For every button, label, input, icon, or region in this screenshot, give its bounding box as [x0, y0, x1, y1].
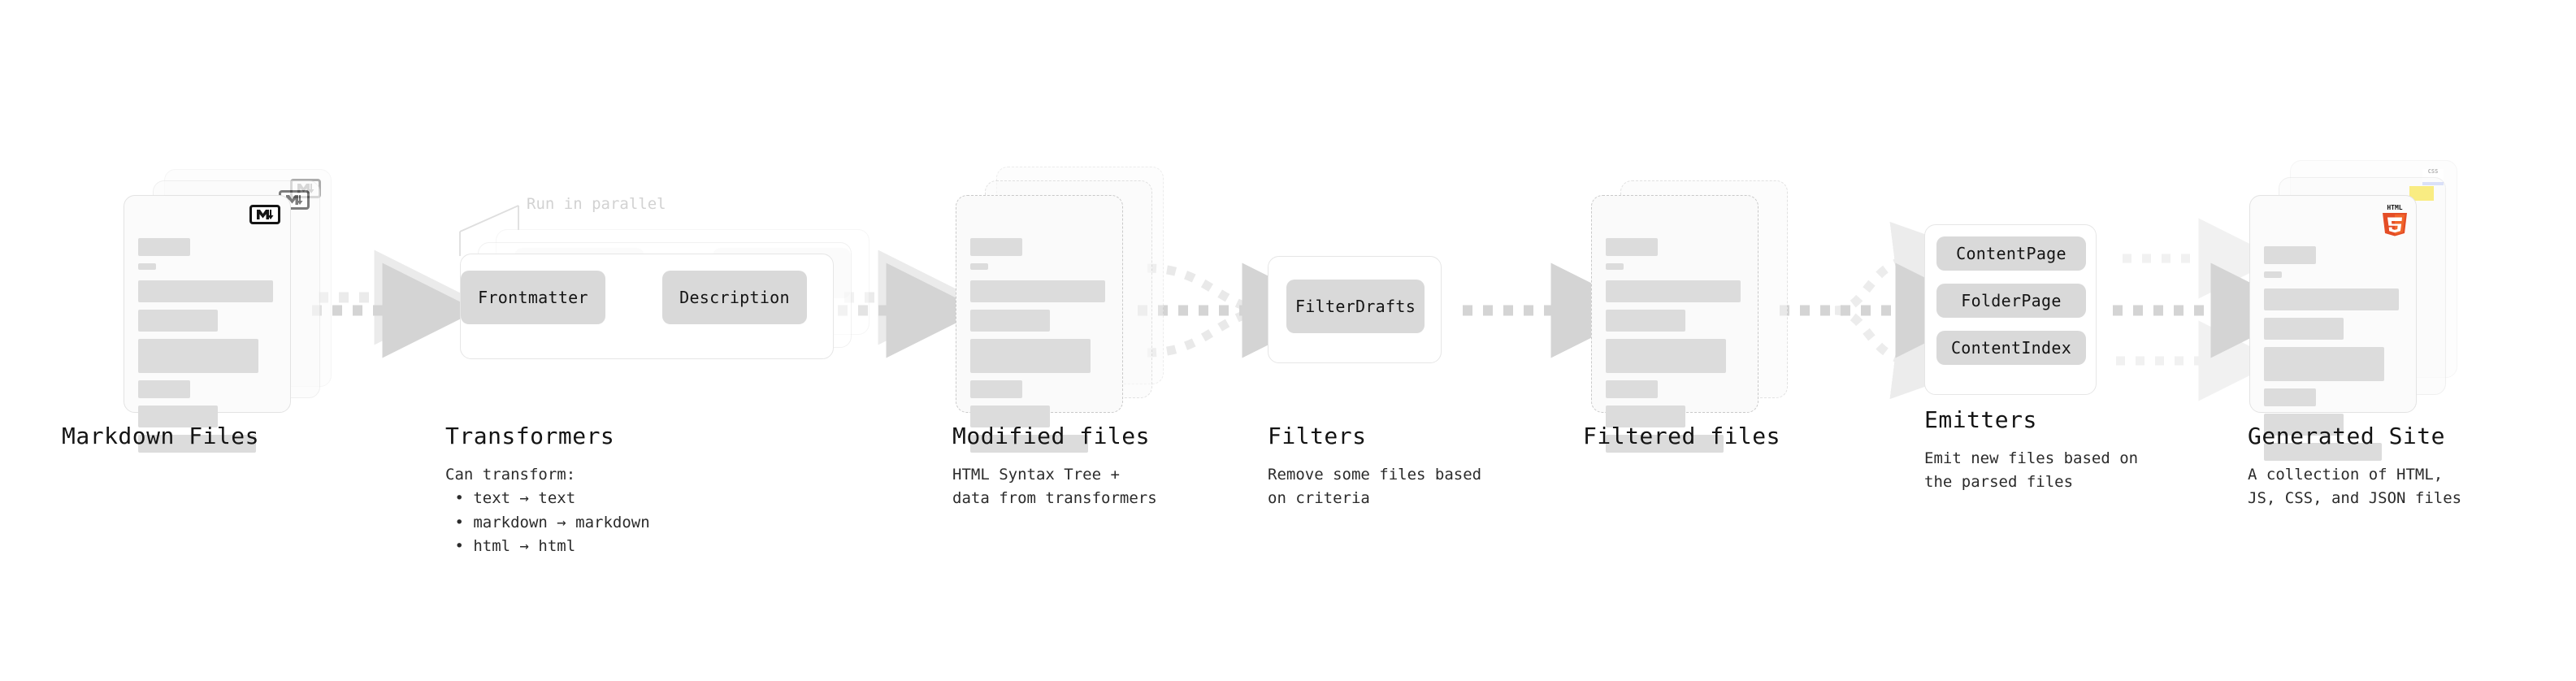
markdown-badge-icon	[249, 205, 280, 224]
transformer-group-front: Frontmatter Description	[460, 254, 834, 359]
js-icon	[2409, 186, 2434, 201]
stage-label-transformers: Transformers	[445, 423, 615, 449]
modified-card-front	[956, 195, 1123, 453]
stage-label-modified-files: Modified files	[952, 423, 1151, 449]
chip-contentindex[interactable]: ContentIndex	[1936, 331, 2086, 365]
chip-description[interactable]: Description	[662, 271, 807, 324]
filtered-card-front	[1591, 195, 1759, 453]
stage-label-emitters: Emitters	[1924, 406, 2037, 433]
annotation-run-in-parallel: Run in parallel	[527, 195, 666, 213]
emitter-group: ContentPage FolderPage ContentIndex	[1924, 224, 2097, 395]
markdown-card-front	[124, 195, 291, 453]
stage-label-generated-site: Generated Site	[2248, 423, 2446, 449]
chip-filterdrafts[interactable]: FilterDrafts	[1286, 280, 1425, 333]
stage-label-filters: Filters	[1268, 423, 1367, 449]
skeleton-bars	[2264, 246, 2403, 468]
chip-frontmatter[interactable]: Frontmatter	[461, 271, 605, 324]
stage-desc-emitters: Emit new files based on the parsed files	[1924, 449, 2139, 492]
stage-desc-generated-site: A collection of HTML, JS, CSS, and JSON …	[2248, 466, 2462, 508]
skeleton-bars	[1606, 238, 1745, 460]
skeleton-bars	[138, 238, 277, 460]
filter-group: FilterDrafts	[1268, 256, 1442, 363]
stage-label-filtered-files: Filtered files	[1583, 423, 1781, 449]
chip-contentpage[interactable]: ContentPage	[1936, 236, 2086, 271]
stage-label-markdown-files: Markdown Files	[62, 423, 260, 449]
chip-folderpage[interactable]: FolderPage	[1936, 284, 2086, 318]
stage-desc-modified-files: HTML Syntax Tree + data from transformer…	[952, 466, 1157, 508]
connector-filtered-to-emitters	[1780, 221, 1991, 400]
stage-desc-transformers: Can transform: • text → text • markdown …	[445, 466, 650, 556]
skeleton-bars	[970, 238, 1109, 460]
stage-desc-filters: Remove some files based on criteria	[1268, 466, 1482, 508]
html5-icon: HTML	[2379, 202, 2411, 240]
site-card-front: HTML	[2249, 195, 2417, 461]
connector-emitters-to-generated	[2113, 218, 2306, 401]
svg-text:HTML: HTML	[2387, 204, 2402, 211]
